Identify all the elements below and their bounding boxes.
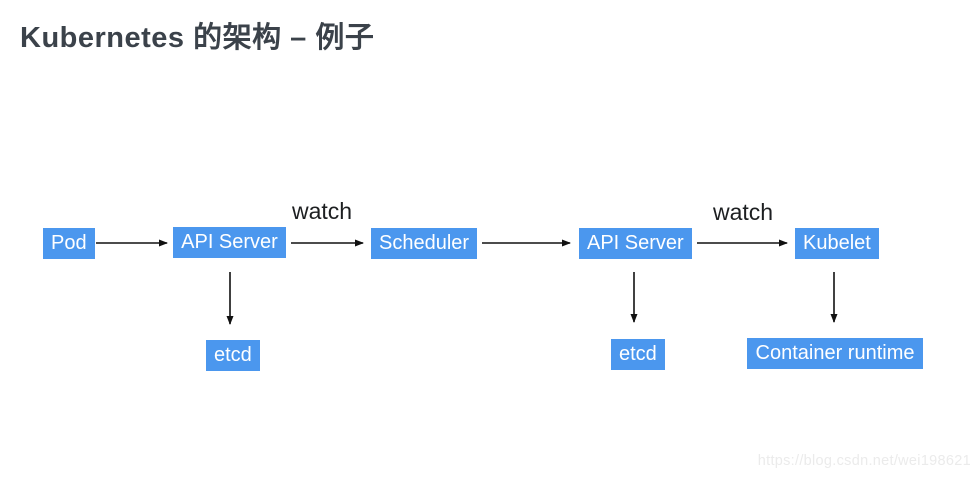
edge-label-watch-2: watch xyxy=(713,199,774,225)
node-etcd-2: etcd xyxy=(611,339,665,370)
node-kubelet: Kubelet xyxy=(795,228,879,259)
watermark: https://blog.csdn.net/wei198621 xyxy=(757,453,971,469)
node-api-server-2: API Server xyxy=(579,228,692,259)
node-api-server-1: API Server xyxy=(173,227,286,258)
node-etcd-1: etcd xyxy=(206,340,260,371)
node-scheduler: Scheduler xyxy=(371,228,478,259)
edge-label-watch-1: watch xyxy=(292,198,353,224)
node-container-runtime: Container runtime xyxy=(747,338,923,369)
node-pod: Pod xyxy=(43,228,95,259)
page-title: Kubernetes 的架构 – 例子 xyxy=(20,22,375,54)
